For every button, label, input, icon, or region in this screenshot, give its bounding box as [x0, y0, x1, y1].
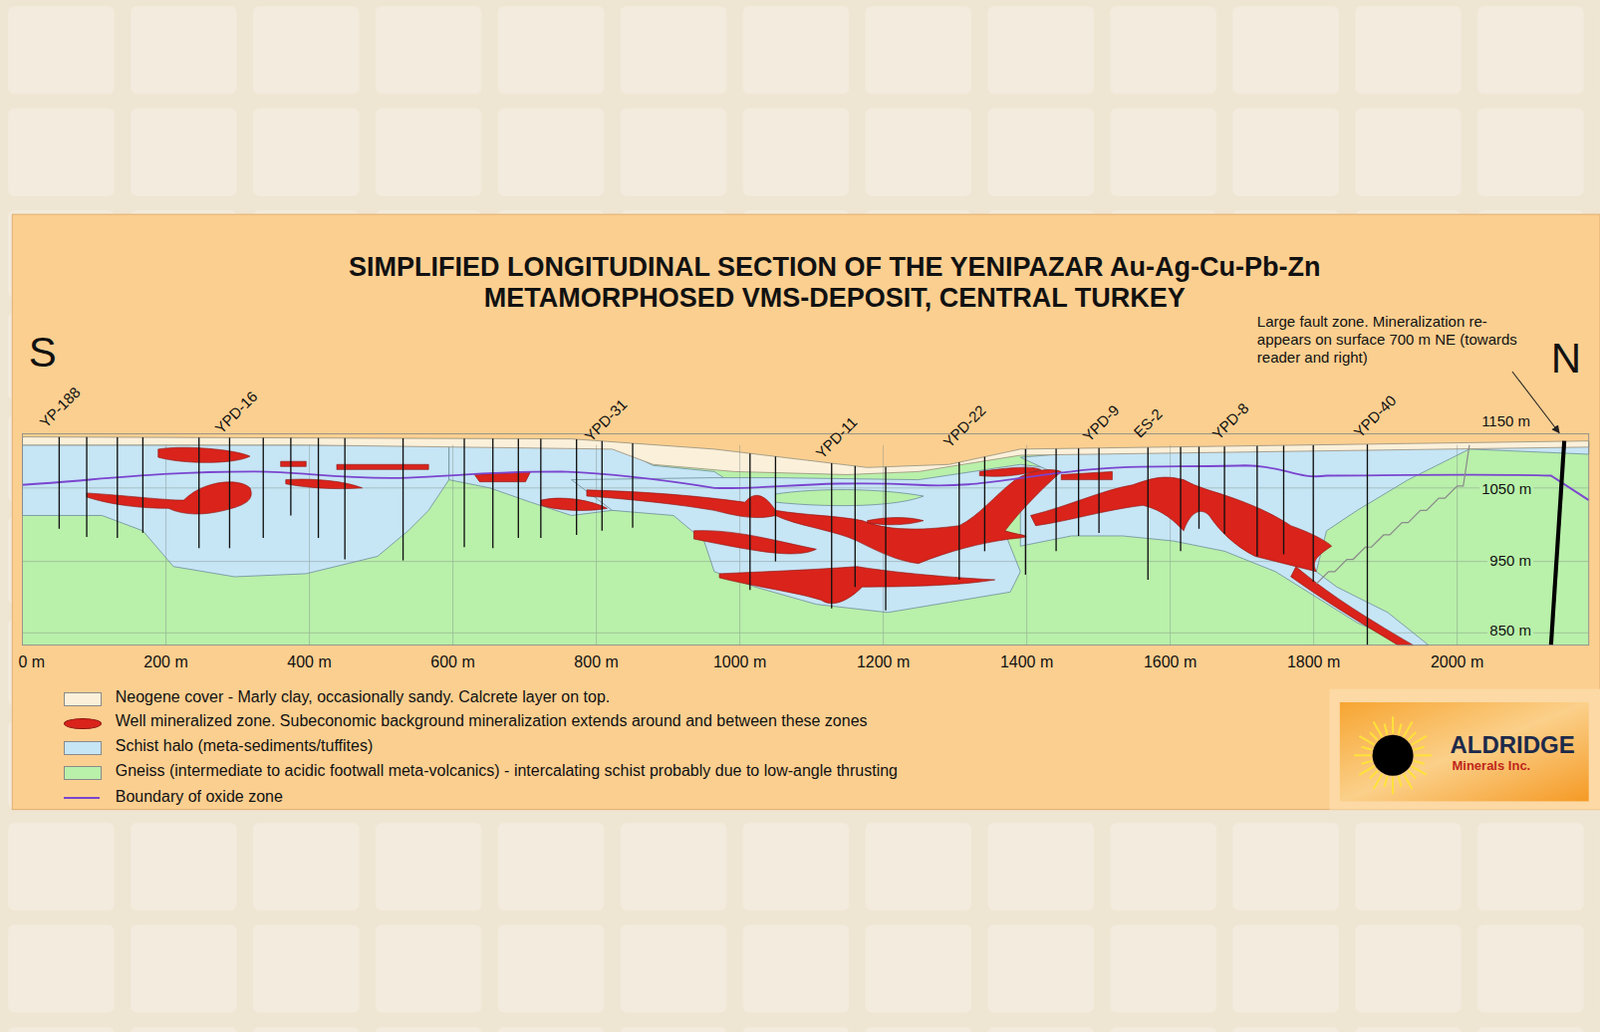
logo-subtitle: Minerals Inc. — [1451, 759, 1531, 775]
fault-note: Large fault zone. Mineralization re-appe… — [1257, 312, 1542, 367]
legend-text: Boundary of oxide zone — [115, 788, 283, 806]
legend-swatch — [63, 766, 103, 781]
elevation-label: 950 m — [1487, 551, 1534, 569]
title: SIMPLIFIED LONGITUDINAL SECTION OF THE Y… — [247, 252, 1423, 314]
elevation-label: 1050 m — [1479, 480, 1534, 498]
legend-text: Neogene cover - Marly clay, occasionally… — [115, 688, 611, 707]
legend-text: Schist halo (meta-sediments/tuffites) — [115, 737, 373, 756]
distance-label: 400 m — [286, 653, 331, 672]
legend-swatch — [63, 692, 103, 707]
elevation-label: 1150 m — [1479, 412, 1533, 430]
distance-label: 2000 m — [1430, 653, 1484, 672]
distance-label: 1000 m — [713, 653, 767, 672]
distance-label: 600 m — [430, 653, 475, 672]
legend-text: Well mineralized zone. Subeconomic backg… — [115, 712, 868, 731]
direction-label: S — [28, 328, 57, 377]
logo-name: ALDRIDGE — [1449, 731, 1575, 760]
distance-label: 200 m — [143, 653, 188, 672]
legend-line — [63, 797, 101, 800]
direction-label: N — [1551, 334, 1582, 383]
distance-label: 800 m — [573, 653, 618, 672]
distance-label: 0 m — [17, 653, 45, 672]
company-logo: ALDRIDGEMinerals Inc. — [1339, 702, 1590, 801]
distance-label: 1200 m — [856, 653, 910, 672]
distance-label: 1600 m — [1143, 653, 1197, 672]
elevation-label: 850 m — [1487, 621, 1534, 639]
distance-label: 1800 m — [1287, 653, 1340, 672]
distance-label: 1400 m — [1000, 653, 1054, 672]
legend-swatch — [63, 741, 103, 756]
legend-text: Gneiss (intermediate to acidic footwall … — [115, 762, 898, 781]
